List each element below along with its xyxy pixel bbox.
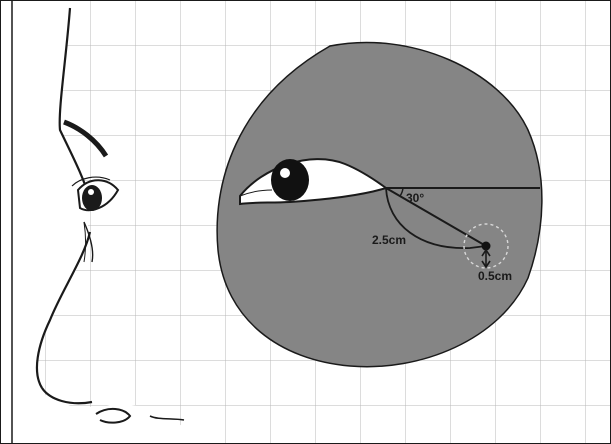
- offset-label: 0.5cm: [478, 269, 512, 283]
- angle-label: 30°: [406, 191, 424, 205]
- distance-label: 2.5cm: [372, 233, 406, 247]
